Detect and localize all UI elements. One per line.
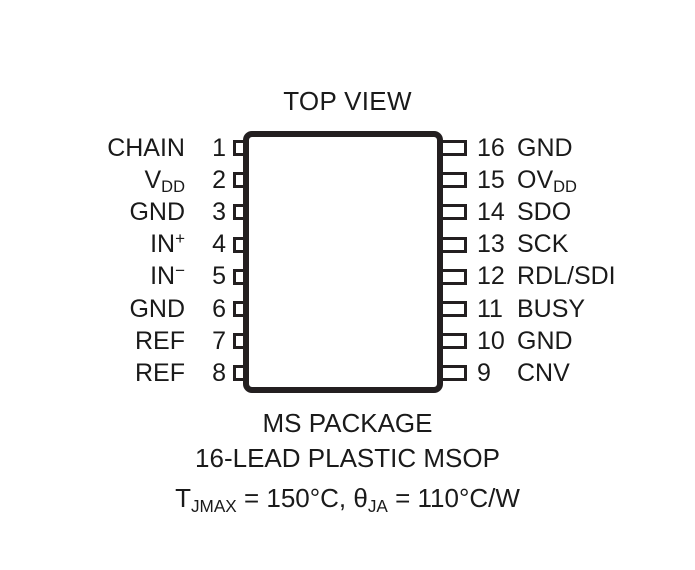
pin-number: 2 (212, 165, 226, 194)
pin-row: 13 SCK (440, 230, 680, 259)
pin-label: RDL/SDI (517, 262, 616, 291)
theta-subscript: JA (367, 495, 388, 516)
pin-label: OVDD (517, 165, 577, 197)
pin-number: 13 (477, 230, 505, 259)
pin-label: REF (135, 326, 185, 355)
pin-lead (440, 301, 467, 317)
pin-row: 14 SDO (440, 197, 680, 226)
pin-label: IN− (150, 261, 185, 291)
pin-label: BUSY (517, 294, 586, 323)
pin-number: 15 (477, 165, 505, 194)
pin-lead (440, 268, 467, 285)
package-body-outline (243, 131, 443, 393)
pin-label: CHAIN (107, 133, 185, 162)
tjmax-symbol: T (175, 483, 191, 513)
pin-row: IN+ 4 (60, 229, 260, 259)
pin-number: 4 (212, 230, 226, 259)
pin-lead (440, 333, 467, 350)
pin-label: GND (129, 294, 185, 323)
pin-row: 11 BUSY (440, 294, 680, 323)
page-title: TOP VIEW (283, 86, 412, 116)
pin-label: GND (517, 133, 573, 162)
pin-row: REF 7 (60, 326, 260, 355)
pin-label: SDO (517, 197, 572, 226)
pin-row: GND 3 (60, 197, 260, 226)
pin-number: 14 (477, 197, 505, 226)
pin-label: REF (135, 358, 185, 387)
pin-number: 7 (212, 326, 226, 355)
pin-lead (440, 204, 467, 221)
pin-label: SCK (517, 230, 569, 259)
pin-number: 9 (477, 358, 491, 387)
pin-label: IN+ (150, 229, 185, 259)
thermal-spec-label: TJMAX = 150°C, θJA = 110°C/W (0, 483, 695, 514)
package-name-label: MS PACKAGE (262, 408, 433, 438)
pin-row: CHAIN 1 (60, 133, 260, 162)
tjmax-value: = 150°C, (236, 483, 354, 513)
pin-row: 10 GND (440, 326, 680, 355)
pin-number: 11 (477, 294, 503, 323)
pin-number: 6 (212, 294, 226, 323)
pin-number: 3 (212, 197, 226, 226)
tjmax-subscript: JMAX (190, 495, 237, 516)
pin-row: 16 GND (440, 133, 680, 162)
pin-row: 12 RDL/SDI (440, 262, 680, 291)
theta-symbol: θ (353, 483, 368, 513)
package-type-label: 16-LEAD PLASTIC MSOP (195, 443, 500, 473)
pin-label-subscript: DD (553, 178, 577, 197)
pin-row: 15 OVDD (440, 165, 680, 197)
pin-number: 8 (212, 358, 226, 387)
pin-row: IN− 5 (60, 261, 260, 291)
pin-lead (440, 236, 467, 253)
pin-row: REF 8 (60, 358, 260, 387)
pin-label-superscript: − (175, 261, 185, 281)
pin-label: VDD (144, 165, 185, 197)
pin-number: 12 (477, 262, 505, 291)
pin-number: 5 (212, 262, 226, 291)
theta-value: = 110°C/W (387, 483, 520, 513)
pin-label-superscript: + (175, 229, 185, 249)
pin-label: GND (129, 197, 185, 226)
pin-number: 16 (477, 133, 505, 162)
pin-number: 10 (477, 326, 505, 355)
pin-lead (440, 365, 467, 382)
pin-number: 1 (212, 133, 226, 162)
pin-row: 9 CNV (440, 358, 680, 387)
pin-label-subscript: DD (161, 178, 185, 197)
pin-label: CNV (517, 358, 570, 387)
pin-lead (440, 172, 467, 189)
pin-row: GND 6 (60, 294, 260, 323)
pin-lead (440, 140, 467, 156)
pin-label: GND (517, 326, 573, 355)
pin-row: VDD 2 (60, 165, 260, 197)
